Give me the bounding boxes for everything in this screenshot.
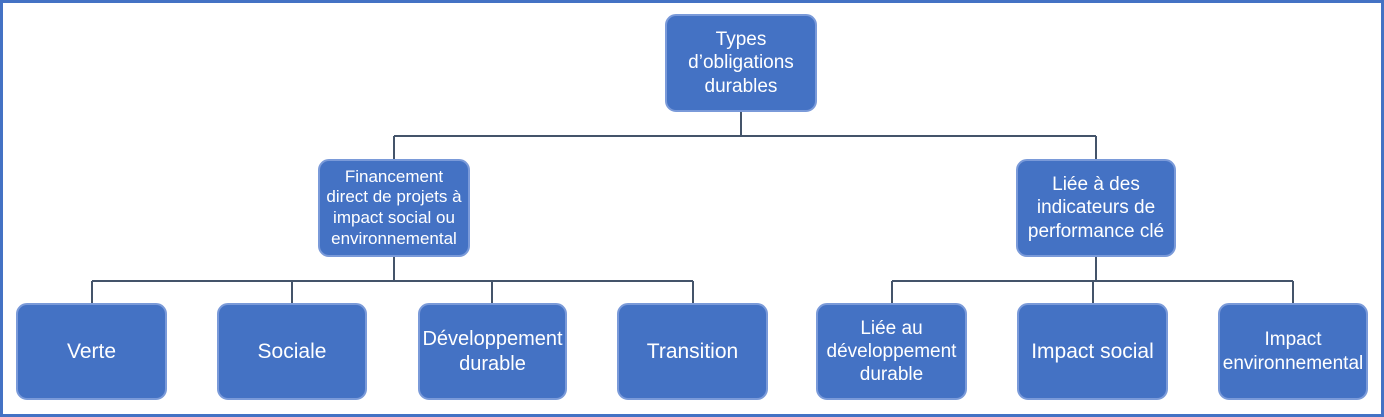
node-indicateurs-performance: Liée à des indicateurs de performance cl… [1016, 159, 1176, 257]
left-branch-connector [91, 257, 694, 303]
node-financement-direct: Financement direct de projets à impact s… [318, 159, 470, 257]
node-transition: Transition [617, 303, 768, 400]
node-impact-environnemental: Impact environnemental [1218, 303, 1368, 400]
node-developpement-durable: Développement durable [418, 303, 567, 400]
right-branch-connector [891, 257, 1294, 303]
node-types-obligations-durables: Types d’obligations durables [665, 14, 817, 112]
node-liee-developpement-durable: Liée au développement durable [816, 303, 967, 400]
root-to-branches-connector [393, 112, 1097, 159]
node-sociale: Sociale [217, 303, 367, 400]
node-verte: Verte [16, 303, 167, 400]
node-impact-social: Impact social [1017, 303, 1168, 400]
